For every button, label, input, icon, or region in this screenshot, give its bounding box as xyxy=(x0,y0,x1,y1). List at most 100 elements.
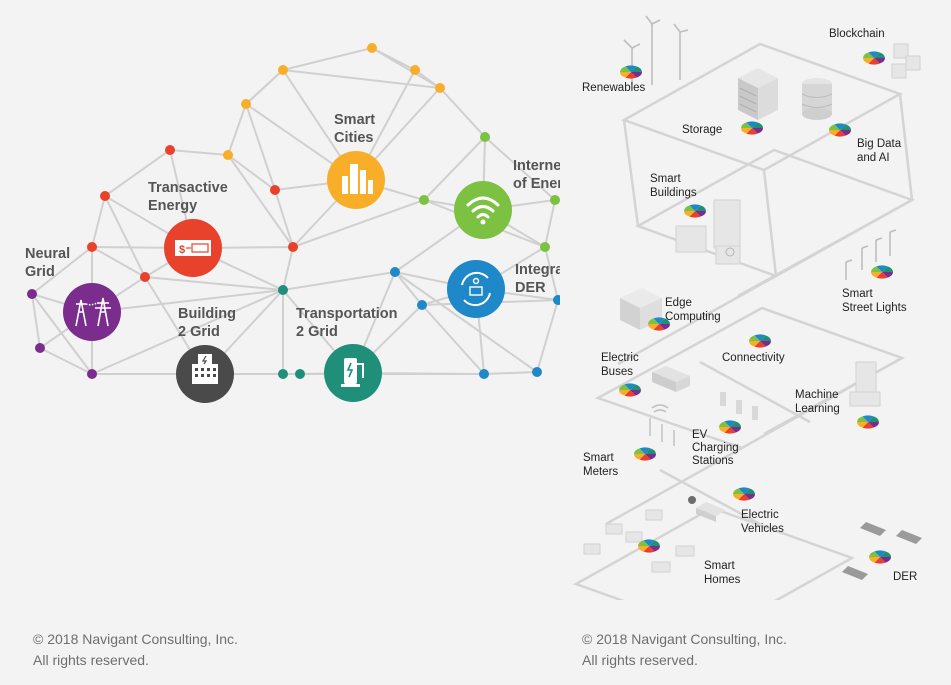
pie-marker xyxy=(829,123,851,137)
pie-marker xyxy=(719,420,741,434)
pie-marker xyxy=(733,487,755,501)
network-edge xyxy=(245,69,284,105)
network-dot xyxy=(27,289,37,299)
network-edge xyxy=(282,69,441,89)
network-dot xyxy=(87,369,97,379)
dollar-transaction-icon: $ xyxy=(175,240,211,256)
smart-buildings-illustration xyxy=(675,199,741,265)
network-edge xyxy=(227,154,294,248)
network-dots xyxy=(27,43,560,379)
pie-marker xyxy=(634,447,656,461)
network-edge xyxy=(245,103,276,191)
label-connectivity: Connectivity xyxy=(722,352,785,364)
network-dot xyxy=(87,242,97,252)
network-edge xyxy=(544,246,559,301)
network-edge xyxy=(536,299,559,373)
network-dot xyxy=(140,272,150,282)
network-edge xyxy=(394,271,538,373)
network-edge xyxy=(371,47,441,89)
pie-marker xyxy=(863,51,885,65)
power-tower-icon xyxy=(75,297,111,327)
network-dot xyxy=(550,195,560,205)
city-grid-lines xyxy=(572,42,915,600)
network-edge xyxy=(292,199,425,248)
network-edge xyxy=(104,195,146,278)
network-edge xyxy=(439,87,486,138)
network-dot xyxy=(419,195,429,205)
network-edge xyxy=(227,154,276,191)
pie-marker xyxy=(620,65,642,79)
network-dot xyxy=(553,295,560,305)
pie-marker xyxy=(741,121,763,135)
network-dot xyxy=(278,65,288,75)
network-dot xyxy=(435,83,445,93)
network-edge xyxy=(423,136,486,201)
database-illustration xyxy=(801,78,833,120)
network-dot xyxy=(390,267,400,277)
network-edge xyxy=(91,195,106,248)
storage-building-illustration xyxy=(738,68,778,120)
network-edge xyxy=(227,103,247,156)
label-der: DER xyxy=(893,571,917,583)
machine-learning-illustration xyxy=(849,361,881,407)
smart-homes-illustration xyxy=(583,509,695,573)
pie-marker xyxy=(619,383,641,397)
network-dot xyxy=(295,369,305,379)
network-edge xyxy=(169,149,229,156)
network-edge xyxy=(274,189,294,248)
ev-charger-icon xyxy=(341,358,364,387)
node-internet-of-energy: Internetof Energy xyxy=(454,158,560,239)
smart-meters-illustration xyxy=(649,404,675,446)
network-dot xyxy=(367,43,377,53)
blockchain-cubes-illustration xyxy=(891,43,921,79)
ev-charging-illustration xyxy=(720,392,758,420)
network-dot xyxy=(278,285,288,295)
network-dot xyxy=(480,132,490,142)
label-storage: Storage xyxy=(682,124,722,136)
pie-marker xyxy=(749,334,771,348)
pie-marker xyxy=(684,204,706,218)
network-edge xyxy=(31,293,41,349)
solar-cycle-icon xyxy=(461,271,491,307)
svg-text:$: $ xyxy=(179,244,185,256)
network-dot xyxy=(223,150,233,160)
wind-turbines-illustration xyxy=(623,15,689,85)
network-dot xyxy=(417,300,427,310)
copyright-right: © 2018 Navigant Consulting, Inc. All rig… xyxy=(582,631,787,668)
label-renewables: Renewables xyxy=(582,82,646,94)
node-label: IntegratedDER xyxy=(515,262,560,296)
wifi-icon xyxy=(466,196,500,219)
copyright-left: © 2018 Navigant Consulting, Inc. All rig… xyxy=(33,631,238,668)
pie-marker xyxy=(857,415,879,429)
pie-marker xyxy=(869,550,891,564)
network-dot xyxy=(410,65,420,75)
pie-marker xyxy=(638,539,660,553)
network-edge xyxy=(282,47,373,71)
network-edge xyxy=(91,246,146,278)
category-pie-markers xyxy=(619,51,893,564)
network-edge xyxy=(544,199,556,248)
network-edge xyxy=(31,293,93,375)
network-dot xyxy=(241,99,251,109)
electric-vehicles-illustration xyxy=(688,496,726,522)
pie-marker xyxy=(648,317,670,331)
